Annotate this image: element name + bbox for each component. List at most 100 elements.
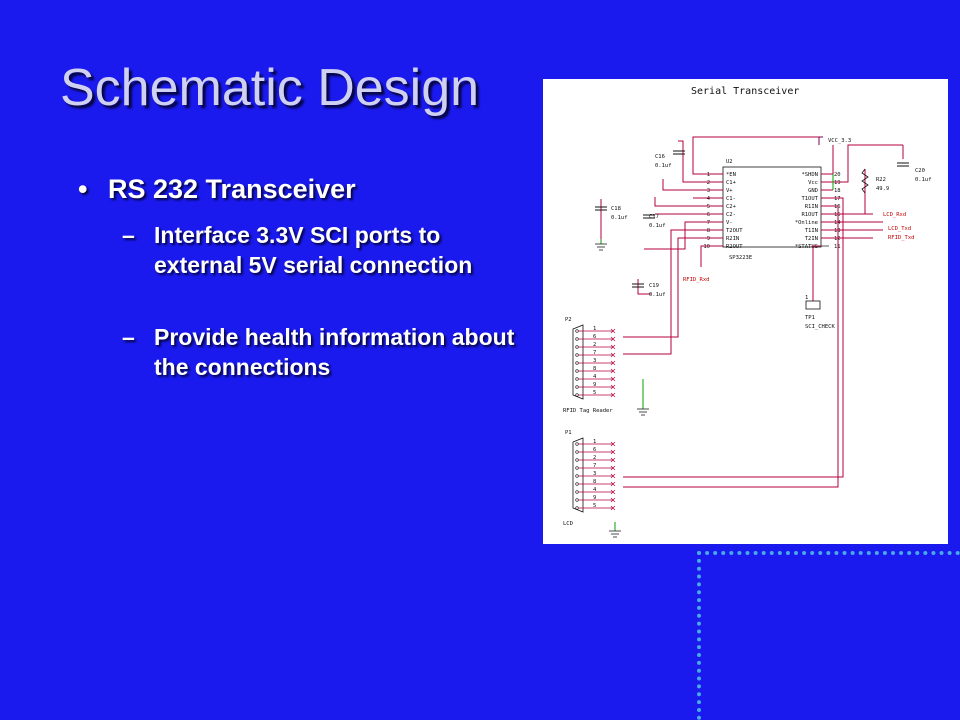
schematic-title: Serial Transceiver <box>691 86 799 97</box>
connector-pin-number: 8 <box>593 479 596 485</box>
connector-pin: 6 <box>575 334 616 342</box>
cap-ref: C17 <box>649 214 659 220</box>
connector-pin: 8 <box>575 366 616 374</box>
connector-pin-number: 2 <box>593 455 596 461</box>
capacitor-c16: C16 0.1uf <box>655 150 685 169</box>
connector-pin-number: 6 <box>593 447 596 453</box>
wire-traces <box>600 136 904 488</box>
connector-pin-number: 5 <box>593 390 596 396</box>
cap-ref: C20 <box>915 168 925 174</box>
connector-label: RFID Tag Reader <box>563 408 613 414</box>
connector-pin-number: 8 <box>593 366 596 372</box>
net-rfid-rxd: RFID_Rxd <box>683 277 710 283</box>
connector-pin: 6 <box>575 447 616 455</box>
connector-pin: 9 <box>575 495 616 503</box>
dash-marker: – <box>122 324 135 350</box>
cap-ref: C16 <box>655 154 665 160</box>
resistor-r22: R22 49.9 <box>861 168 889 194</box>
slide-title: Schematic Design <box>60 59 480 117</box>
connector-pin: 1 <box>575 439 616 447</box>
chip-body <box>722 166 822 248</box>
cap-ref: C18 <box>611 206 621 212</box>
cap-ref: C19 <box>649 283 659 289</box>
bullet-rs232: •RS 232 Transceiver <box>78 174 356 205</box>
chip-ref: U2 <box>726 159 733 165</box>
pin-name: R1IN <box>805 204 818 210</box>
chip-pin-right: T1IN 13 <box>805 228 841 234</box>
capacitor-c17: C17 0.1uf <box>643 214 666 229</box>
net-lcd-txd: LCD_Txd <box>888 226 911 232</box>
cap-value: 0.1uf <box>611 215 628 221</box>
resistor-ref: R22 <box>876 177 886 183</box>
pin-number: 4 <box>707 196 711 202</box>
pin-name: *Online <box>795 220 818 226</box>
connector-pin-number: 2 <box>593 342 596 348</box>
connector-ref: P2 <box>565 317 572 323</box>
dotted-frame-decoration <box>697 551 960 720</box>
connector-pin: 7 <box>575 463 616 471</box>
schematic-svg: Serial Transceiver VCC_3.3 U2 SP3223E 1*… <box>563 86 932 538</box>
capacitor-c18: C18 0.1uf <box>595 206 628 221</box>
pin-number: 1 <box>707 172 710 178</box>
net-rfid-txd: RFID_Txd <box>888 235 915 241</box>
pin-name: C1+ <box>726 180 737 186</box>
pin-name: T2OUT <box>726 228 743 234</box>
pin-number: 13 <box>834 228 841 234</box>
tp-ref: TP1 <box>805 315 815 321</box>
pin-name: R1OUT <box>801 212 818 218</box>
resistor-value: 49.9 <box>876 186 889 192</box>
chip-pin-right: *STATUS 11 <box>795 244 841 250</box>
chip-pin-left: 1 *EN <box>707 172 736 178</box>
connector-pin: 9 <box>575 382 616 390</box>
pin-name: T1IN <box>805 228 818 234</box>
sub-item-text: Interface 3.3V SCI ports to external 5V … <box>154 222 473 278</box>
connector-pin: 2 <box>575 455 616 463</box>
connector-pin: 3 <box>575 471 616 479</box>
pin-number: 15 <box>834 212 841 218</box>
pin-number: 8 <box>707 228 710 234</box>
pin-name: V- <box>726 220 733 226</box>
pin-name: T1OUT <box>801 196 818 202</box>
connector-pin: 7 <box>575 350 616 358</box>
connector-pin: 4 <box>575 374 616 382</box>
pin-number: 12 <box>834 236 841 242</box>
connector-pin: 3 <box>575 358 616 366</box>
cap-value: 0.1uf <box>655 163 672 169</box>
connector-pin-number: 5 <box>593 503 596 509</box>
connector-pin-number: 3 <box>593 358 596 364</box>
pin-name: *SHDN <box>801 172 818 178</box>
pin-number: 5 <box>707 204 710 210</box>
connector-pin: 8 <box>575 479 616 487</box>
connector-ref: P1 <box>565 430 572 436</box>
pin-name: *STATUS <box>795 244 818 250</box>
net-lcd-rxd: LCD_Rxd <box>883 212 906 218</box>
sub-item-interface: – Interface 3.3V SCI ports to external 5… <box>122 220 522 280</box>
connector-pin-number: 4 <box>593 374 597 380</box>
sub-item-health: – Provide health information about the c… <box>122 322 522 382</box>
chip-pin-left: 8 T2OUT <box>707 228 744 234</box>
pin-number: 6 <box>707 212 710 218</box>
pin-name: GND <box>808 188 818 194</box>
pin-name: V+ <box>726 188 733 194</box>
pin-number: 19 <box>834 180 841 186</box>
ground-traces <box>600 174 834 531</box>
connector-pin-number: 9 <box>593 495 596 501</box>
pin-name: Vcc <box>808 180 818 186</box>
pin-number: 9 <box>707 236 710 242</box>
pin-name: C1- <box>726 196 736 202</box>
power-net-label: VCC_3.3 <box>828 138 851 144</box>
pin-number: 11 <box>834 244 841 250</box>
bullet-marker: • <box>78 174 88 204</box>
pin-name: *EN <box>726 172 736 178</box>
pin-name: R2IN <box>726 236 739 242</box>
